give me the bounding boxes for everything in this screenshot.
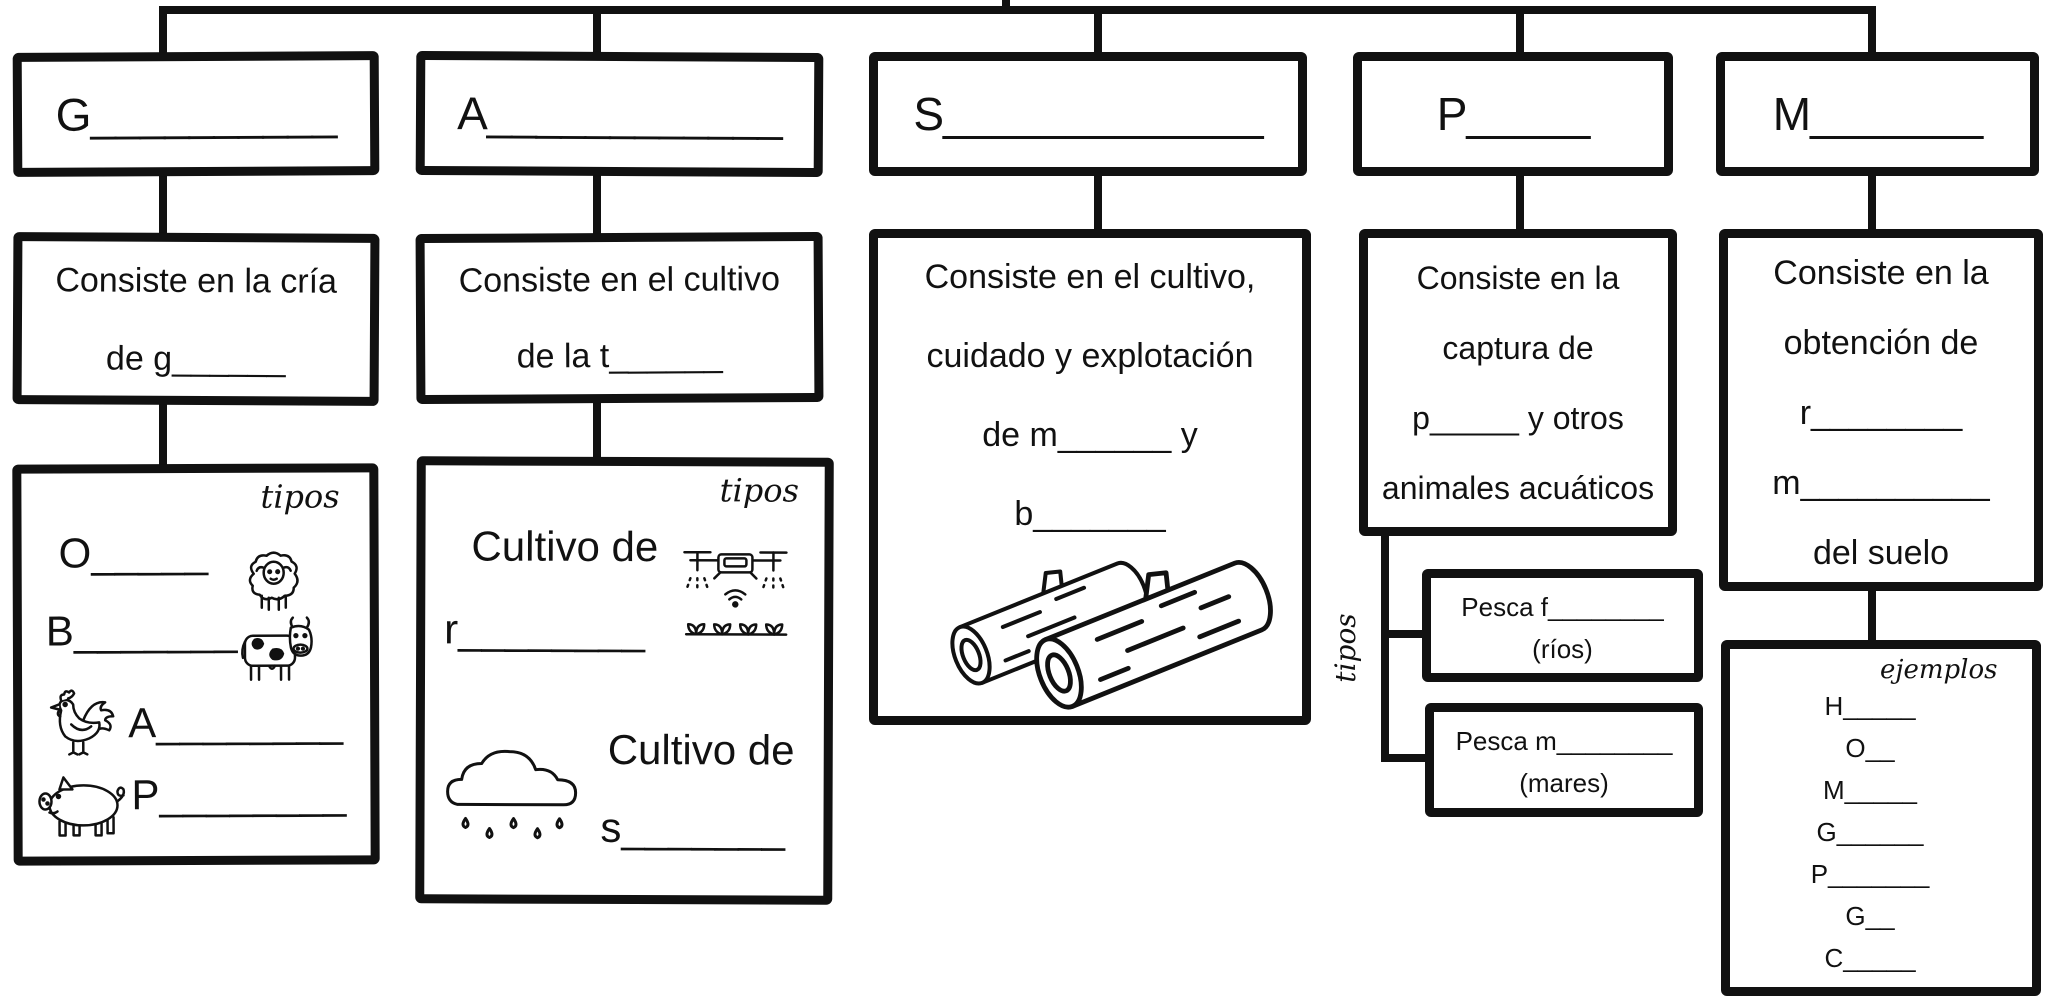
connector-branch	[1381, 754, 1431, 762]
description-line: del suelo	[1812, 534, 1950, 572]
description-box-g: Consiste en la cría de g______	[12, 232, 380, 406]
fishing-type-note: (mares)	[1519, 768, 1609, 798]
description-line: de m______ y	[982, 416, 1198, 454]
example-blank: O__	[1845, 733, 1895, 763]
examples-label: ejemplos	[1880, 655, 1998, 685]
fishing-type-label: Pesca m________	[1455, 726, 1673, 756]
example-blank: G______	[1816, 817, 1924, 847]
types-label: tipos	[260, 477, 340, 516]
title-blank: G__________	[55, 87, 337, 141]
logs-icon	[941, 555, 1274, 713]
connector-line-fishing	[1381, 530, 1389, 762]
pig-icon	[33, 771, 129, 839]
examples-list: H_____ O__ M_____ G______ P_______ G__ C…	[1730, 685, 2010, 979]
description-line: de la t______	[516, 336, 723, 376]
sheep-icon	[242, 546, 306, 614]
connector-line	[1868, 8, 1876, 58]
types-label: tipos	[719, 471, 799, 510]
connector-line-top	[159, 6, 1876, 14]
title-blank: A____________	[457, 87, 782, 141]
description-line: Consiste en el cultivo,	[924, 258, 1256, 296]
connector-line	[593, 8, 601, 58]
title-box-g: G__________	[12, 51, 380, 177]
connector-branch	[1381, 630, 1427, 638]
connector-line	[159, 400, 167, 470]
type-blank: O_____	[58, 528, 209, 577]
description-line: Consiste en la	[1416, 260, 1620, 296]
title-blank: M_______	[1772, 88, 1983, 140]
title-box-m: M_______	[1716, 52, 2039, 176]
connector-line	[593, 170, 601, 238]
example-blank: G__	[1845, 901, 1895, 931]
type-blank: r________	[444, 605, 646, 654]
description-line: p_____ y otros	[1412, 400, 1624, 436]
description-line: m__________	[1772, 464, 1990, 502]
type-blank: A________	[128, 698, 344, 747]
description-line: captura de	[1442, 330, 1594, 366]
description-box-s: Consiste en el cultivo, cuidado y explot…	[869, 229, 1311, 725]
description-text: Consiste en el cultivo, cuidado y explot…	[878, 238, 1302, 554]
title-box-a: A____________	[415, 50, 824, 178]
connector-line	[159, 8, 167, 58]
type-text: Cultivo de	[471, 522, 659, 571]
connector-line	[593, 398, 601, 464]
description-text: Consiste en la captura de p_____ y otros…	[1368, 238, 1668, 523]
types-box-a: tipos Cultivo de r________	[415, 456, 834, 905]
title-box-p: P_____	[1353, 52, 1673, 176]
description-text: Consiste en la cría de g______	[22, 241, 371, 399]
title-blank: S_____________	[913, 88, 1263, 140]
connector-line	[1094, 8, 1102, 58]
type-blank: B_______	[45, 606, 238, 655]
irrigation-drone-icon	[680, 542, 791, 640]
example-blank: M_____	[1823, 775, 1917, 805]
description-line: Consiste en la	[1773, 254, 1989, 292]
fishing-type-note: (ríos)	[1532, 634, 1593, 664]
example-blank: P_______	[1810, 859, 1930, 889]
connector-line	[1868, 586, 1876, 646]
connector-line	[1094, 170, 1102, 234]
connector-line	[1868, 170, 1876, 234]
type-blank: s_______	[600, 803, 786, 852]
rain-cloud-icon	[443, 744, 581, 849]
description-line: cuidado y explotación	[926, 337, 1254, 375]
title-blank: P_____	[1436, 88, 1591, 140]
example-blank: H_____	[1824, 691, 1916, 721]
fishing-type-box-river: Pesca f________ (ríos)	[1422, 569, 1703, 682]
description-text: Consiste en la obtención de r________ m_…	[1728, 238, 2034, 588]
cow-icon	[239, 614, 317, 686]
connector-line	[1516, 170, 1524, 234]
title-box-s: S_____________	[869, 52, 1307, 176]
fishing-type-label: Pesca f________	[1461, 592, 1664, 622]
description-line: animales acuáticos	[1381, 470, 1655, 506]
connector-line	[1516, 8, 1524, 58]
description-box-p: Consiste en la captura de p_____ y otros…	[1359, 229, 1677, 536]
fishing-type: Pesca f________ (ríos)	[1431, 578, 1694, 670]
description-line: r________	[1799, 394, 1963, 432]
fishing-type-box-sea: Pesca m________ (mares)	[1425, 703, 1703, 817]
description-line: Consiste en el cultivo	[458, 260, 781, 300]
type-blank: P________	[131, 770, 347, 819]
examples-box-m: ejemplos H_____ O__ M_____ G______ P____…	[1721, 640, 2041, 996]
example-blank: C_____	[1824, 943, 1916, 973]
description-line: Consiste en la cría	[55, 261, 338, 301]
fishing-type: Pesca m________ (mares)	[1434, 712, 1694, 804]
description-line: de g______	[105, 339, 286, 379]
chicken-icon	[39, 686, 119, 758]
connector-line	[159, 170, 167, 238]
description-text: Consiste en el cultivo de la t______	[425, 241, 815, 395]
description-box-a: Consiste en el cultivo de la t______	[415, 231, 824, 405]
description-box-m: Consiste en la obtención de r________ m_…	[1719, 229, 2043, 591]
description-line: b_______	[1014, 495, 1166, 533]
types-label-vertical: tipos	[1329, 613, 1362, 683]
description-line: obtención de	[1783, 324, 1979, 362]
type-text: Cultivo de	[607, 725, 795, 774]
types-box-g: tipos O_____ B_______	[12, 463, 380, 866]
